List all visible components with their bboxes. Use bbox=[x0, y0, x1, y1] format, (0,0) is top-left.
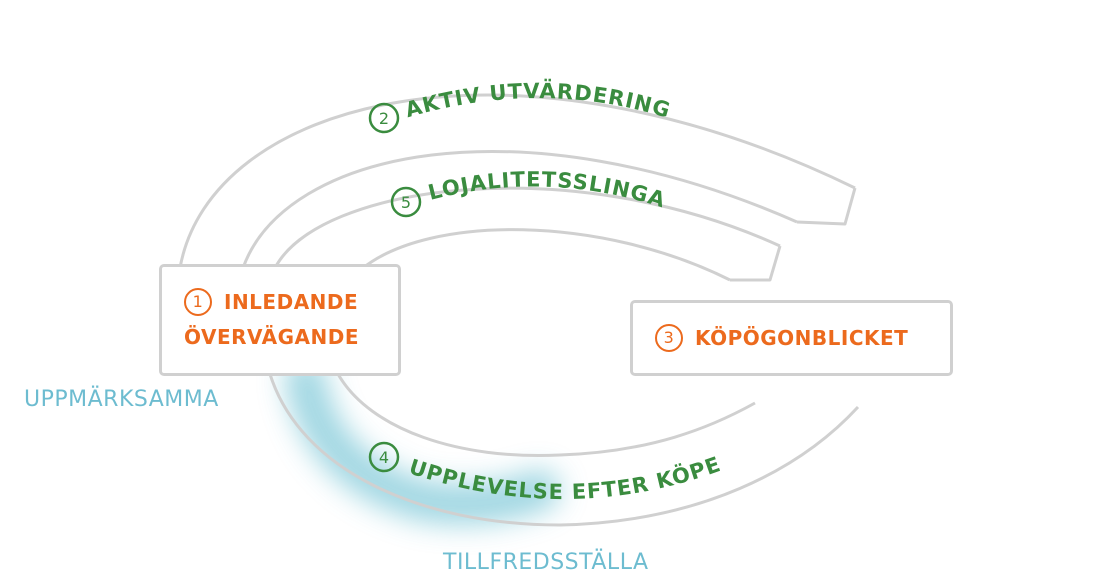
outer-loop-end bbox=[796, 187, 857, 226]
stage5-number-icon: 5 bbox=[390, 186, 422, 218]
svg-text:2: 2 bbox=[379, 109, 389, 128]
inner-loop-inner-edge bbox=[362, 228, 731, 282]
stage4-label: UPPLEVELSE EFTER KÖPET bbox=[0, 0, 723, 504]
bottom-band-outer-edge bbox=[268, 373, 860, 527]
stage3-number-icon: 3 bbox=[655, 323, 683, 352]
stage4-number-icon: 4 bbox=[368, 441, 400, 473]
satisfaction-glow bbox=[285, 358, 560, 525]
satisfaction-label: TILLFREDSSTÄLLA bbox=[443, 550, 649, 575]
bottom-band-inner-edge bbox=[336, 373, 756, 458]
outer-loop-outer-edge bbox=[178, 93, 856, 269]
stage1-box: 1 INLEDANDE ÖVERVÄGANDE bbox=[159, 264, 401, 376]
awareness-label: UPPMÄRKSAMMA bbox=[24, 387, 219, 412]
stage1-number-icon: 1 bbox=[184, 287, 212, 316]
stage3-label: KÖPÖGONBLICKET bbox=[695, 326, 909, 350]
stage3-box: 3 KÖPÖGONBLICKET bbox=[630, 300, 953, 376]
svg-text:5: 5 bbox=[401, 193, 411, 212]
outer-loop-inner-edge bbox=[241, 150, 798, 269]
stage2-label: AKTIV UTVÄRDERING bbox=[403, 78, 674, 123]
svg-text:4: 4 bbox=[379, 448, 389, 467]
stage1-label-line2: ÖVERVÄGANDE bbox=[184, 325, 360, 349]
stage5-label: LOJALITETSSLINGA bbox=[426, 167, 669, 212]
inner-loop-end bbox=[730, 245, 782, 282]
stage1-label-line1: INLEDANDE bbox=[224, 290, 359, 314]
stage2-number-icon: 2 bbox=[368, 102, 400, 134]
inner-loop-outer-edge bbox=[273, 186, 781, 269]
